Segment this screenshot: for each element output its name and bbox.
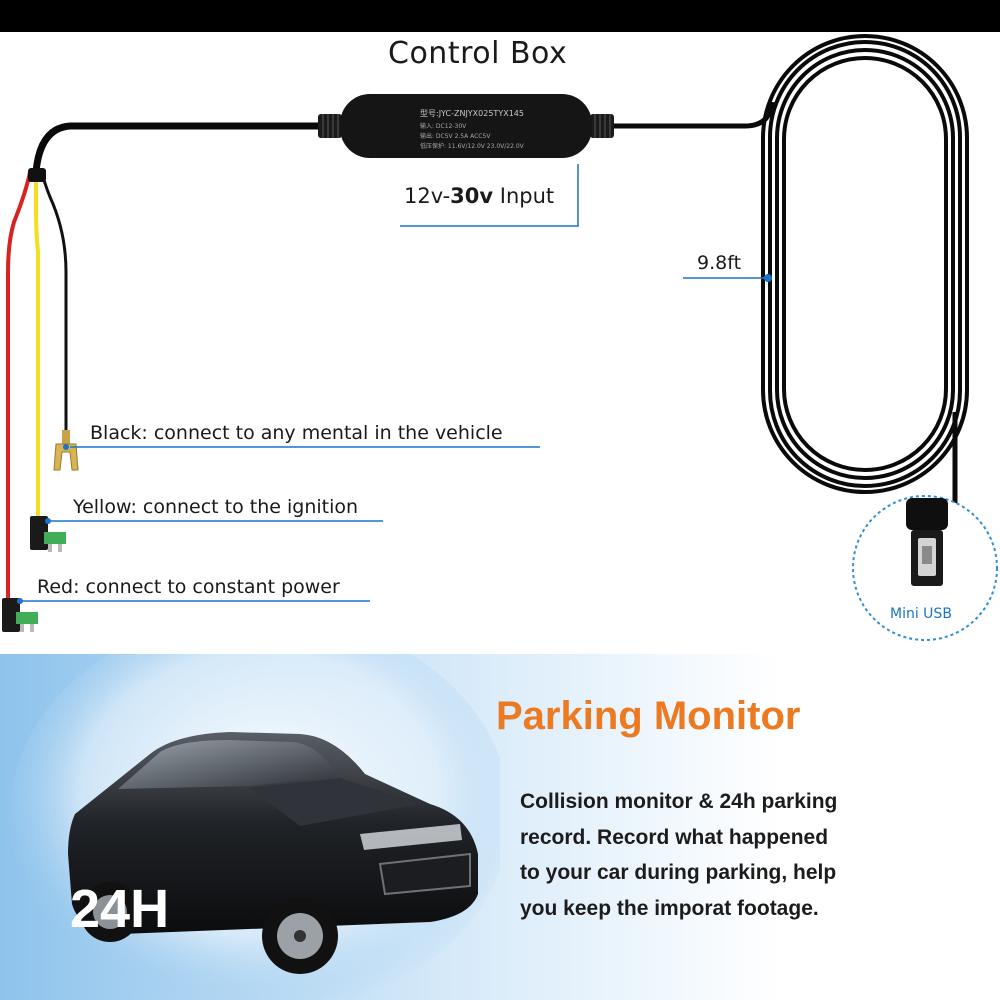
box-line1-text: 输入: DC12-30V bbox=[420, 122, 467, 130]
black-wire-label: Black: connect to any mental in the vehi… bbox=[90, 422, 503, 444]
car-illustration bbox=[0, 654, 510, 1000]
input-label-prefix: 12v- bbox=[404, 184, 451, 208]
control-box-title: Control Box bbox=[388, 36, 568, 71]
red-wire-label: Red: connect to constant power bbox=[37, 576, 340, 598]
yellow-wire bbox=[34, 172, 40, 518]
black-wire bbox=[40, 171, 68, 430]
yellow-wire-label: Yellow: connect to the ignition bbox=[73, 496, 359, 518]
parking-monitor-headline: Parking Monitor bbox=[496, 694, 801, 738]
description-line: you keep the imporat footage. bbox=[520, 896, 819, 920]
parking-monitor-banner: 24H Parking Monitor Collision monitor & … bbox=[0, 654, 1000, 1000]
description-line: Collision monitor & 24h parking bbox=[520, 790, 838, 813]
box-line3-text: 低压保护: 11.6V/12.0V 23.0V/22.0V bbox=[420, 142, 525, 150]
yellow-fuse-tap-icon bbox=[30, 516, 66, 552]
input-label-suffix: Input bbox=[493, 184, 555, 208]
box-line2-text: 输出: DC5V 2.5A ACC5V bbox=[420, 132, 491, 140]
red-wire bbox=[6, 171, 32, 600]
parking-monitor-description: Collision monitor & 24h parking record. … bbox=[520, 784, 900, 926]
input-voltage-label: 12v-30v Input bbox=[404, 184, 554, 208]
red-fuse-tap-icon bbox=[2, 598, 38, 632]
wiring-diagram: 型号:JYC-ZNJYX025TYX145 输入: DC12-30V 输出: D… bbox=[0, 32, 1000, 654]
input-label-bold: 30v bbox=[450, 184, 494, 208]
24h-badge: 24H bbox=[70, 879, 170, 939]
control-box: 型号:JYC-ZNJYX025TYX145 输入: DC12-30V 输出: D… bbox=[318, 94, 614, 158]
wiring-diagram-graphic: 型号:JYC-ZNJYX025TYX145 输入: DC12-30V 输出: D… bbox=[2, 34, 998, 641]
callout-lines bbox=[22, 164, 768, 602]
description-line: to your car during parking, help bbox=[520, 861, 837, 884]
fork-terminal-icon bbox=[53, 430, 79, 471]
description-line: record. Record what happened bbox=[520, 825, 829, 849]
mini-usb-label: Mini USB bbox=[890, 606, 952, 622]
mini-usb-connector bbox=[852, 495, 998, 641]
car-icon bbox=[10, 654, 510, 1000]
cable-length-label: 9.8ft bbox=[697, 252, 742, 274]
top-black-bar bbox=[0, 0, 1000, 32]
cable-to-split bbox=[32, 122, 320, 173]
box-model-text: 型号:JYC-ZNJYX025TYX145 bbox=[420, 109, 524, 118]
cable-to-coil bbox=[612, 101, 775, 129]
coiled-cable bbox=[761, 34, 969, 494]
